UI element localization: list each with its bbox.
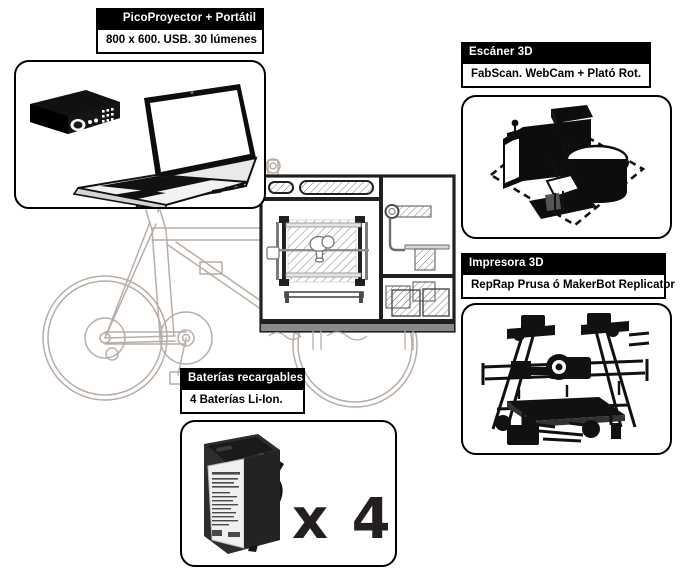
callout-picoprojector-sub: 800 x 600. USB. 30 lúmenes	[96, 30, 264, 55]
callout-printer-sub: RepRap Prusa ó MakerBot Replicator	[461, 275, 675, 300]
panel-printer-3d	[461, 303, 672, 455]
callout-scanner-sub: FabScan. WebCam + Plató Rot.	[461, 64, 651, 89]
callout-batteries-sub: 4 Baterías Li-Ion.	[180, 390, 305, 415]
callout-scanner-header: Escáner 3D	[461, 42, 651, 65]
callout-batteries: Baterías recargables 4 Baterías Li-Ion.	[180, 368, 305, 415]
panel-battery-pack	[180, 420, 397, 567]
callout-printer-header: Impresora 3D	[461, 253, 666, 276]
callout-scanner: Escáner 3D FabScan. WebCam + Plató Rot.	[461, 42, 651, 89]
callout-picoprojector-header: PicoProyector + Portátil	[96, 8, 264, 31]
cargo-box-section	[255, 170, 460, 355]
callout-printer: Impresora 3D RepRap Prusa ó MakerBot Rep…	[461, 253, 675, 300]
callout-picoprojector: PicoProyector + Portátil 800 x 600. USB.…	[96, 8, 264, 55]
panel-scanner-3d	[461, 95, 672, 239]
panel-projector-laptop	[14, 60, 266, 209]
battery-multiplier-label: x 4	[292, 487, 393, 552]
cargo-bicycle-illustration	[0, 150, 470, 420]
callout-batteries-header: Baterías recargables	[180, 368, 305, 391]
